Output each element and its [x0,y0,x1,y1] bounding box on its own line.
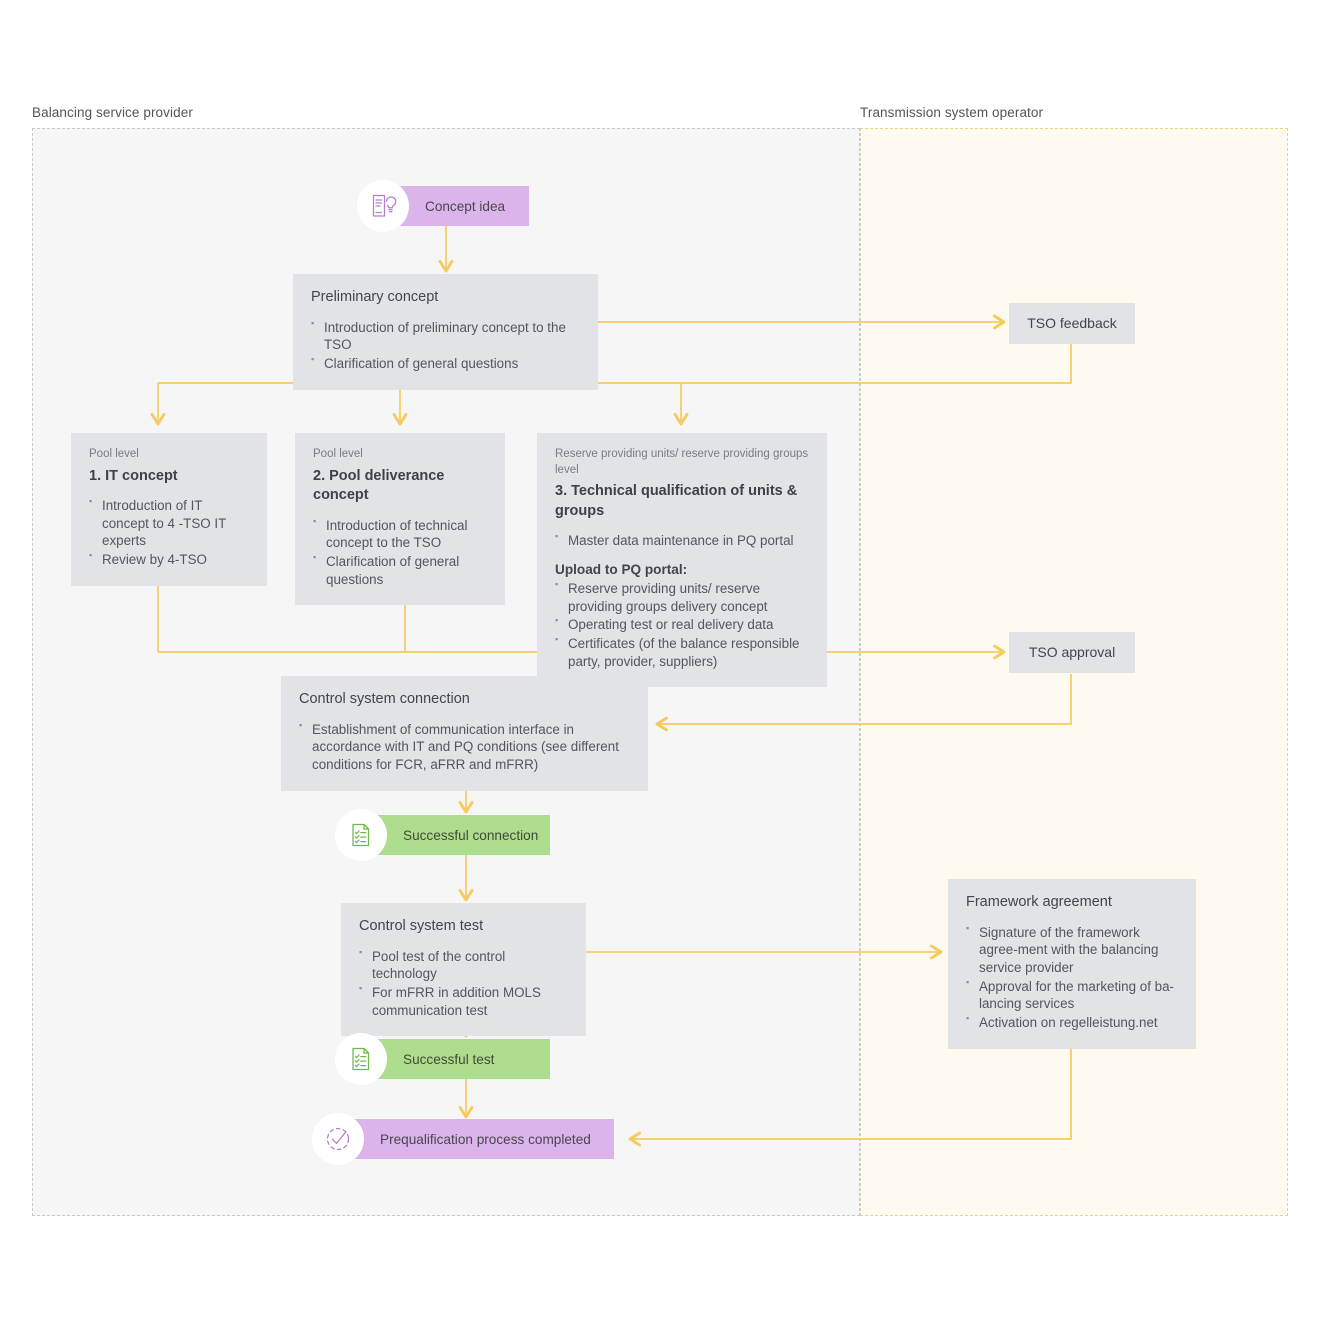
list-item: Introduction of preliminary concept to t… [311,318,580,354]
node-preliminary-concept[interactable]: Preliminary concept Introduction of prel… [293,274,598,390]
node-control-system-test-bullets: Pool test of the control technology For … [359,947,568,1020]
node-pool-deliverance-bullets: Introduction of technical concept to the… [313,516,487,589]
list-item: Pool test of the control technology [359,947,568,983]
node-concept-idea[interactable]: Concept idea [357,180,529,232]
list-item: Operating test or real delivery data [555,615,809,634]
list-item: Clarification of general questions [311,354,580,373]
lane-label-right: Transmission system operator [860,105,1044,120]
node-framework-agreement-title: Framework agreement [966,894,1112,910]
list-item: Activation on regelleistung.net [966,1013,1178,1032]
node-tso-feedback[interactable]: TSO feedback [1009,303,1135,344]
node-control-system-connection-bullets: Establishment of communication interface… [299,720,630,774]
checklist-icon [335,809,387,861]
node-technical-qualification-bullets: Master data maintenance in PQ portal [555,531,809,550]
list-item: Approval for the marketing of ba-lancing… [966,977,1178,1013]
list-item: Reserve providing units/ reserve providi… [555,579,809,615]
node-it-concept-title: 1. IT concept [89,467,178,484]
wire-tso-approval-to-control-connection [655,674,1072,732]
node-technical-qualification-sub-bullets: Reserve providing units/ reserve providi… [555,579,809,670]
document-lightbulb-icon [357,180,409,232]
list-item: Introduction of IT concept to 4 -TSO IT … [89,496,249,550]
node-successful-connection-label: Successful connection [403,827,539,843]
node-control-system-test[interactable]: Control system test Pool test of the con… [341,903,586,1037]
node-concept-idea-label: Concept idea [425,198,506,214]
lane-label-left: Balancing service provider [32,105,193,120]
node-pool-deliverance-eyebrow: Pool level [313,448,363,460]
node-pool-deliverance-concept[interactable]: Pool level 2. Pool deliverance concept I… [295,433,505,606]
node-preliminary-concept-bullets: Introduction of preliminary concept to t… [311,318,580,373]
node-technical-qualification-subheading: Upload to PQ portal: [555,561,688,577]
list-item: Signature of the framework agree-ment wi… [966,923,1178,977]
node-it-concept[interactable]: Pool level 1. IT concept Introduction of… [71,433,267,586]
node-framework-agreement[interactable]: Framework agreement Signature of the fra… [948,879,1196,1049]
node-control-system-connection-title: Control system connection [299,691,470,707]
node-technical-qualification-eyebrow: Reserve providing units/ reserve providi… [555,448,809,476]
list-item: Establishment of communication interface… [299,720,630,774]
node-control-system-connection[interactable]: Control system connection Establishment … [281,676,648,791]
check-circle-dashed-icon [312,1113,364,1165]
list-item: For mFRR in addition MOLS communication … [359,983,568,1019]
node-preliminary-concept-title: Preliminary concept [311,289,439,305]
node-framework-agreement-bullets: Signature of the framework agree-ment wi… [966,923,1178,1032]
checklist-icon [335,1033,387,1085]
node-technical-qualification-title: 3. Technical qualification of units & gr… [555,483,798,519]
node-pool-deliverance-title: 2. Pool deliverance concept [313,467,445,504]
list-item: Certificates (of the balance responsible… [555,634,809,670]
list-item: Master data maintenance in PQ portal [555,531,809,550]
wire-framework-to-prequal [628,1032,1072,1147]
node-successful-test-label: Successful test [403,1051,495,1067]
node-control-system-test-title: Control system test [359,918,484,934]
node-prequalification-completed-label: Prequalification process completed [380,1131,591,1147]
list-item: Review by 4-TSO [89,550,249,569]
node-technical-qualification[interactable]: Reserve providing units/ reserve providi… [537,433,827,688]
list-item: Introduction of technical concept to the… [313,516,487,552]
node-successful-connection[interactable]: Successful connection [335,809,550,861]
node-tso-approval[interactable]: TSO approval [1009,632,1135,673]
node-successful-test[interactable]: Successful test [335,1033,550,1085]
node-it-concept-eyebrow: Pool level [89,448,139,460]
node-tso-approval-label: TSO approval [1028,644,1116,661]
node-tso-feedback-label: TSO feedback [1027,315,1117,332]
list-item: Clarification of general questions [313,552,487,588]
node-it-concept-bullets: Introduction of IT concept to 4 -TSO IT … [89,496,249,569]
node-prequalification-completed[interactable]: Prequalification process completed [312,1113,614,1165]
